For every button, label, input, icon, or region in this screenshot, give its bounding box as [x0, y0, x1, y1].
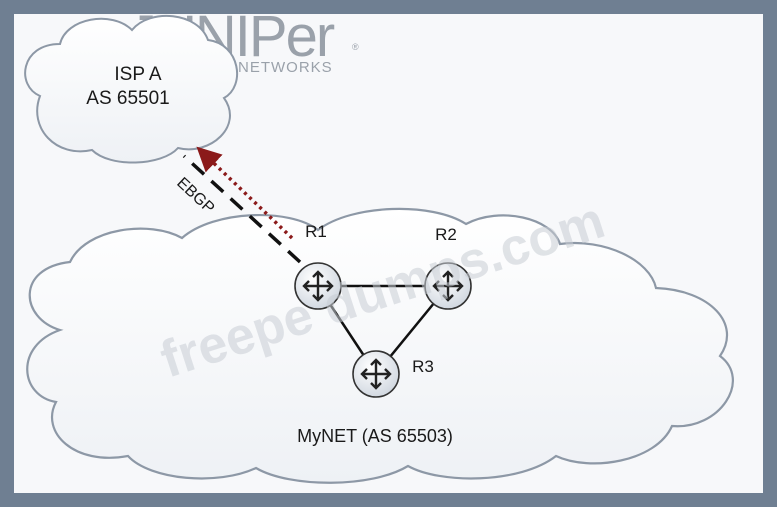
mynet-cloud-shape: [26, 207, 734, 484]
isp-as-number: AS 65501: [86, 88, 169, 109]
router-label: R3: [412, 357, 434, 376]
isp-cloud: ISP A AS 65501: [24, 14, 239, 164]
isp-name: ISP A: [114, 64, 162, 85]
logo-subtitle: NETWORKS: [238, 59, 333, 76]
ebgp-session-line: [182, 154, 302, 264]
advertisement-arrow: [196, 146, 294, 240]
logo-registered-mark: ®: [352, 42, 359, 52]
router-r2: R2: [424, 225, 472, 310]
router-r1: R1: [294, 222, 342, 310]
mynet-label: MyNET (AS 65503): [297, 426, 453, 446]
router-r3: R3: [352, 350, 434, 398]
router-label: R2: [435, 225, 457, 244]
router-label: R1: [305, 222, 327, 241]
isp-cloud-shape: [24, 14, 239, 164]
mynet-cloud: MyNET (AS 65503): [26, 207, 734, 484]
